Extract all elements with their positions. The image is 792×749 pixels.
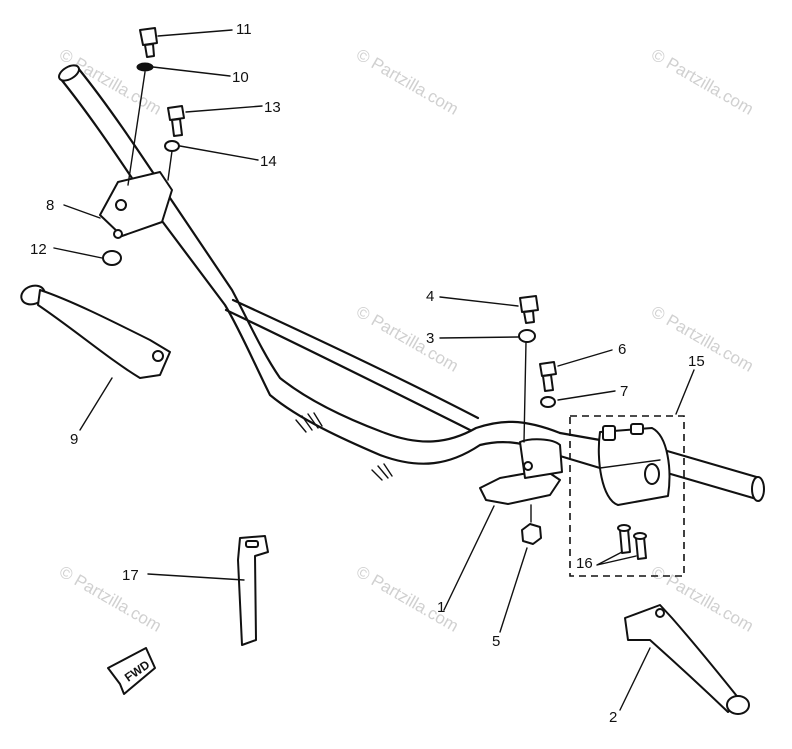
callout-15: 15	[688, 353, 705, 370]
forward-arrow-icon: FWD	[107, 647, 156, 695]
callout-9: 9	[70, 431, 78, 448]
handlebar	[58, 64, 765, 502]
bolt-11	[139, 27, 158, 58]
assembly-line	[127, 71, 146, 186]
callout-labels: 1 2 3 4 5 6 7 8 9 10 11 12 13 14 15 16 1…	[30, 21, 705, 726]
assembly-line	[523, 341, 527, 443]
washer-3	[518, 329, 536, 343]
callout-11: 11	[236, 21, 252, 38]
callout-16: 16	[576, 555, 593, 572]
callout-10: 10	[232, 69, 249, 86]
bolt-13	[167, 105, 185, 137]
callout-8: 8	[46, 197, 54, 214]
callout-13: 13	[264, 99, 281, 116]
callout-1: 1	[437, 599, 445, 616]
watermark: © Partzilla.com	[353, 45, 462, 119]
washer-14	[164, 140, 180, 152]
watermark-layer: © Partzilla.com © Partzilla.com © Partzi…	[56, 45, 757, 636]
watermark: © Partzilla.com	[56, 562, 165, 636]
washer-7	[540, 396, 556, 408]
leader-lines	[53, 29, 695, 711]
nut-5	[521, 523, 542, 545]
callout-4: 4	[426, 288, 434, 305]
handlebar-switch	[597, 423, 671, 506]
callout-7: 7	[620, 383, 628, 400]
clutch-lever	[20, 284, 171, 379]
bolt-4	[519, 295, 539, 324]
watermark: © Partzilla.com	[648, 45, 757, 119]
callout-17: 17	[122, 567, 139, 584]
callout-5: 5	[492, 633, 500, 650]
nut-12	[102, 250, 122, 266]
cable-strap	[237, 535, 269, 646]
assembly-line	[167, 150, 173, 181]
bolt-6	[539, 361, 557, 392]
watermark: © Partzilla.com	[353, 562, 462, 636]
washer-10	[136, 62, 154, 72]
callout-6: 6	[618, 341, 626, 358]
callout-12: 12	[30, 241, 47, 258]
callout-14: 14	[260, 153, 277, 170]
right-clamp	[479, 438, 563, 505]
screws-16	[617, 524, 647, 560]
left-clamp-bracket	[99, 171, 173, 239]
brake-lever	[624, 604, 750, 715]
callout-2: 2	[609, 709, 617, 726]
callout-3: 3	[426, 330, 434, 347]
switch-assembly-box	[569, 415, 685, 577]
